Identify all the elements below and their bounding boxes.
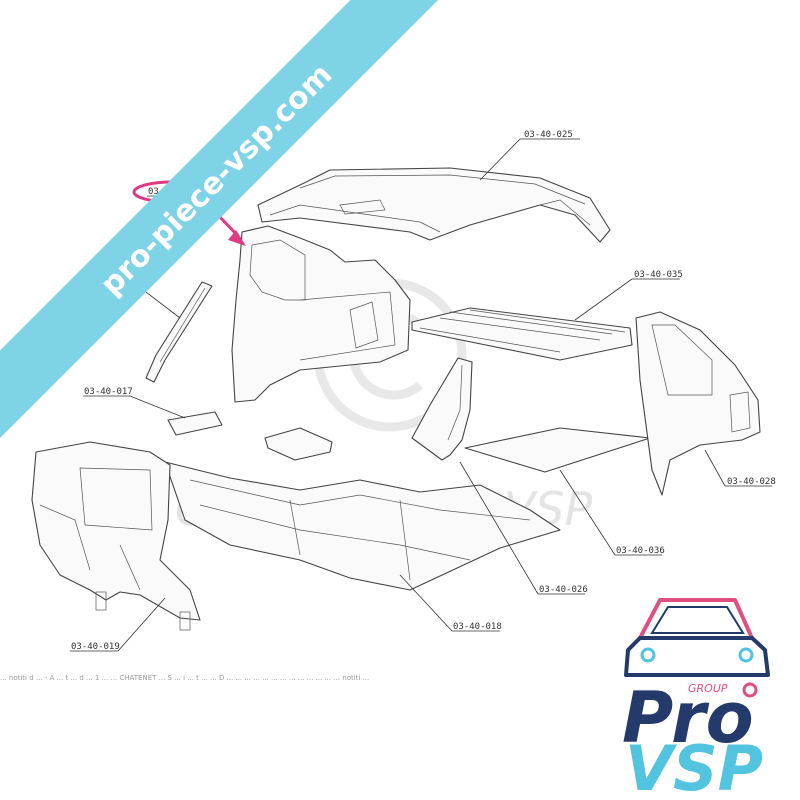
- part-floor-boards: [411, 307, 633, 361]
- part-pillar-trim-right: [411, 357, 473, 461]
- callout-03-40-035: 03-40-035: [574, 270, 683, 321]
- callout-03-40-026: 03-40-026: [459, 461, 588, 595]
- footer-note: ... notiti d ... - A ... t ... d ... 1 .…: [0, 674, 369, 682]
- highlight-arrowhead: [228, 230, 246, 246]
- part-left-quarter-panel: [231, 225, 411, 403]
- logo-vsp-text: VSP: [625, 732, 763, 800]
- label-03-40-025: 03-40-025: [524, 130, 573, 140]
- callout-03-40-028: 03-40-028: [704, 449, 776, 487]
- logo-group-text: GROUP: [688, 682, 728, 695]
- callout-03-40-019: 03-40-019: [70, 597, 166, 652]
- label-03-40-017: 03-40-017: [84, 387, 133, 397]
- callout-03-40-017: 03-40-017: [83, 387, 186, 419]
- car-outline-icon: [624, 598, 770, 677]
- part-floor-carpet: [164, 461, 561, 591]
- label-03-40-036: 03-40-036: [616, 546, 665, 556]
- label-03-40-019: 03-40-019: [71, 642, 120, 652]
- part-right-quarter-panel: [635, 311, 761, 496]
- logo-pro-text: Pro: [622, 677, 754, 759]
- label-03-40-018: 03-40-018: [453, 622, 502, 632]
- callout-03-40-018: 03-40-018: [399, 574, 502, 632]
- callout-03-40-036: 03-40-036: [559, 469, 665, 556]
- part-pillar-trim-left: [145, 281, 213, 383]
- callout-03-40-025: 03-40-025: [479, 130, 580, 181]
- part-bulkhead: [31, 441, 201, 631]
- label-03-40-035: 03-40-035: [634, 270, 683, 280]
- banner-stripe: [0, 0, 446, 446]
- part-sun-visors: [167, 411, 333, 461]
- part-floor-mat: [464, 427, 651, 473]
- label-03-40-028: 03-40-028: [727, 477, 776, 487]
- part-roof-panel: [257, 167, 611, 243]
- label-03-40-026: 03-40-026: [539, 585, 588, 595]
- logo-accent-ring: [742, 682, 758, 698]
- pro-vsp-logo: GROUP Pro VSP: [622, 598, 770, 800]
